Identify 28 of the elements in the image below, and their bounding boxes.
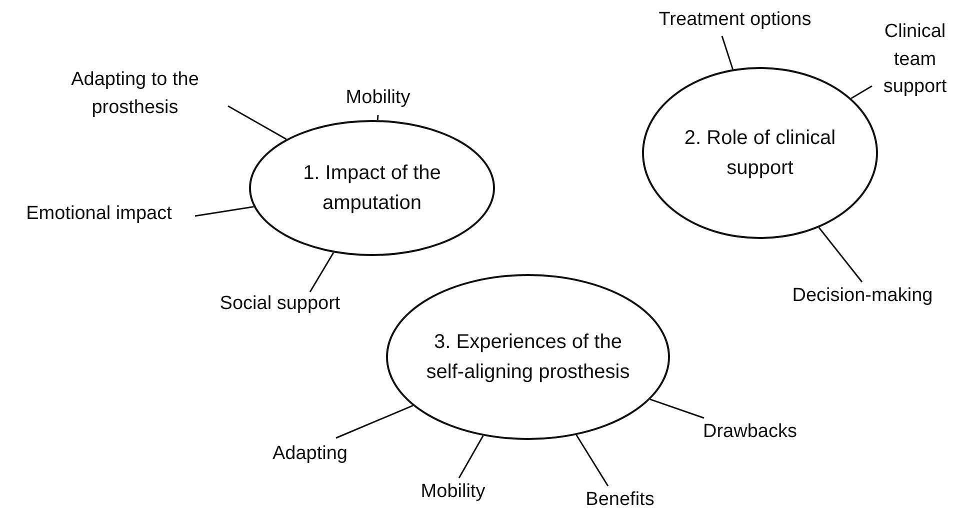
subtheme-label: Adapting to the prosthesis [40, 66, 230, 122]
subtheme-label: Adapting [258, 440, 362, 468]
theme-label: 2. Role of clinical support [683, 126, 837, 181]
subtheme-label: Social support [205, 290, 355, 318]
leader-line [336, 404, 414, 439]
theme-label: 3. Experiences of the self-aligning prosthesis [425, 330, 631, 385]
leader-line [194, 206, 254, 217]
leader-line [650, 398, 704, 419]
subtheme-label: Drawbacks [690, 418, 810, 446]
theme-label: 1. Impact of the amputation [302, 161, 442, 216]
leader-line [458, 435, 484, 478]
leader-line [576, 434, 609, 486]
leader-line [818, 227, 863, 282]
subtheme-label: Mobility [405, 478, 501, 506]
subtheme-label: Benefits [568, 486, 672, 513]
leader-line [228, 105, 287, 140]
theme-ellipse [386, 274, 670, 440]
leader-line [721, 36, 734, 70]
subtheme-label: Mobility [330, 84, 426, 112]
leader-line [309, 252, 334, 292]
leader-line [850, 85, 872, 100]
subtheme-label: Emotional impact [8, 200, 190, 228]
leader-line [376, 114, 379, 120]
subtheme-label: Clinical team support [862, 18, 968, 101]
subtheme-label: Treatment options [640, 6, 830, 34]
theme-ellipse [642, 67, 878, 239]
theme-ellipse [249, 120, 495, 256]
subtheme-label: Decision-making [775, 282, 950, 310]
